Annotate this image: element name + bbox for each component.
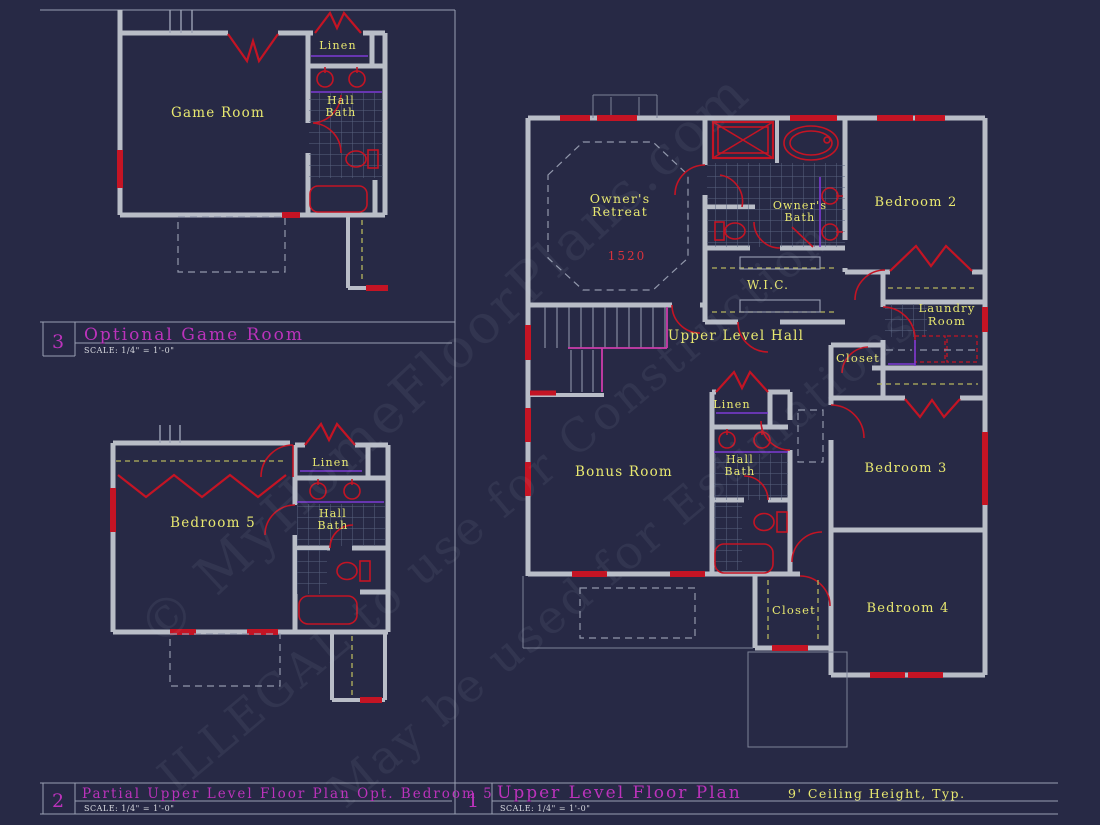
toilet-tank-icon: [776, 511, 788, 533]
room-label-game-room: Game Room: [171, 105, 265, 121]
room-label-bonus-room: Bonus Room: [575, 464, 673, 480]
plan2-bath-fixtures: [297, 470, 384, 625]
plan-number: 3: [52, 331, 64, 353]
room-label-bedroom2: Bedroom 2: [875, 195, 958, 210]
plan3-doors-windows: [117, 10, 388, 291]
owners-bath-fixtures: [711, 120, 843, 248]
laundry-fixtures: [886, 335, 978, 366]
room-label-upper-level-hall: Upper Level Hall: [668, 328, 804, 344]
closet-rods: [712, 256, 978, 643]
room-label-hall-bath: Hall: [319, 507, 347, 520]
title-block-1: 1 Upper Level Floor Plan 9' Ceiling Heig…: [467, 783, 966, 813]
plan-title: Upper Level Floor Plan: [497, 783, 742, 803]
scale-note: SCALE: 1/4" = 1'-0": [500, 804, 590, 813]
laundry-tile-floor: [885, 304, 927, 337]
garden-tub-icon: [783, 125, 839, 161]
plan3-bath-fixtures: [309, 55, 382, 213]
dryer-icon: [946, 335, 978, 363]
hall-bath-fixtures: [714, 412, 788, 574]
plan2-bath-tile-floor: [297, 550, 327, 594]
room-label-hall-bath: Bath: [326, 106, 357, 119]
room-label-owners-bath: Owner's: [773, 199, 827, 212]
plan-number: 2: [52, 790, 64, 812]
attic-access-dashed: [579, 409, 824, 639]
room-label-hall-bath: Bath: [725, 465, 756, 478]
room-label-linen: Linen: [713, 398, 751, 411]
bathtub-icon: [298, 595, 358, 625]
plan2-bath-tile-floor: [297, 504, 385, 546]
toilet-icon: [724, 222, 746, 240]
hallbath-tile-floor: [714, 502, 742, 570]
room-label-bedroom5: Bedroom 5: [170, 515, 256, 531]
room-label-bedroom3: Bedroom 3: [865, 461, 948, 476]
shower-icon: [711, 120, 775, 160]
room-label-linen: Linen: [312, 456, 350, 469]
title-block-2: 2 Partial Upper Level Floor Plan Opt. Be…: [52, 786, 494, 813]
toilet-tank-icon: [367, 149, 379, 169]
room-label-owners-retreat: Owner's: [590, 191, 651, 206]
bathtub-icon: [309, 185, 368, 213]
area-number: 1520: [608, 249, 647, 263]
room-label-laundry: Room: [928, 314, 966, 328]
plan1-windows: [525, 115, 988, 678]
room-label-hall-bath: Bath: [318, 519, 349, 532]
room-label-hall-bath: Hall: [327, 94, 355, 107]
plan-title: Partial Upper Level Floor Plan Opt. Bedr…: [82, 786, 494, 802]
plan2-doors-windows: [110, 421, 382, 703]
toilet-tank-icon: [714, 221, 725, 241]
plan1-doors: [671, 164, 973, 607]
tray-ceiling-dashed: [547, 141, 689, 291]
room-label-owners-bath: Bath: [785, 211, 816, 224]
plan3-walls: [117, 10, 388, 290]
room-label-linen: Linen: [319, 39, 357, 52]
ceiling-height-note: 9' Ceiling Height, Typ.: [788, 786, 966, 801]
scale-note: SCALE: 1/4" = 1'-0": [84, 804, 174, 813]
plan-title: Optional Game Room: [84, 325, 304, 345]
plan-number: 1: [467, 790, 479, 812]
plan3-bath-tile-floor: [309, 93, 383, 178]
room-label-bedroom4: Bedroom 4: [867, 601, 950, 616]
bathtub-icon: [714, 543, 774, 574]
room-label-closet: Closet: [772, 603, 816, 617]
plan3-optional-game-room: Game Room Linen Hall Bath: [117, 10, 388, 291]
scale-note: SCALE: 1/4" = 1'-0": [84, 346, 174, 355]
room-label-wic: W.I.C.: [747, 278, 789, 292]
plan2-open-below-dashed: [169, 633, 281, 687]
room-label-owners-retreat: Retreat: [592, 204, 648, 219]
room-label-hall-bath: Hall: [726, 453, 754, 466]
staircase: [544, 307, 668, 392]
toilet-tank-icon: [359, 560, 371, 582]
toilet-icon: [336, 561, 358, 581]
sheet-frame: [40, 9, 1058, 815]
room-label-laundry: Laundry: [918, 301, 975, 315]
room-label-closet: Closet: [836, 351, 880, 365]
plan3-open-below-dashed: [177, 216, 286, 273]
toilet-icon: [753, 512, 775, 532]
plan2-bedroom5: Bedroom 5 Linen Hall Bath: [110, 421, 391, 703]
plan1-upper-level: Owner's Retreat 1520 Owner's Bath Bedroo…: [522, 94, 988, 748]
stair-rail: [568, 307, 668, 392]
title-block-3: 3 Optional Game Room SCALE: 1/4" = 1'-0": [52, 325, 304, 355]
toilet-icon: [345, 150, 367, 168]
